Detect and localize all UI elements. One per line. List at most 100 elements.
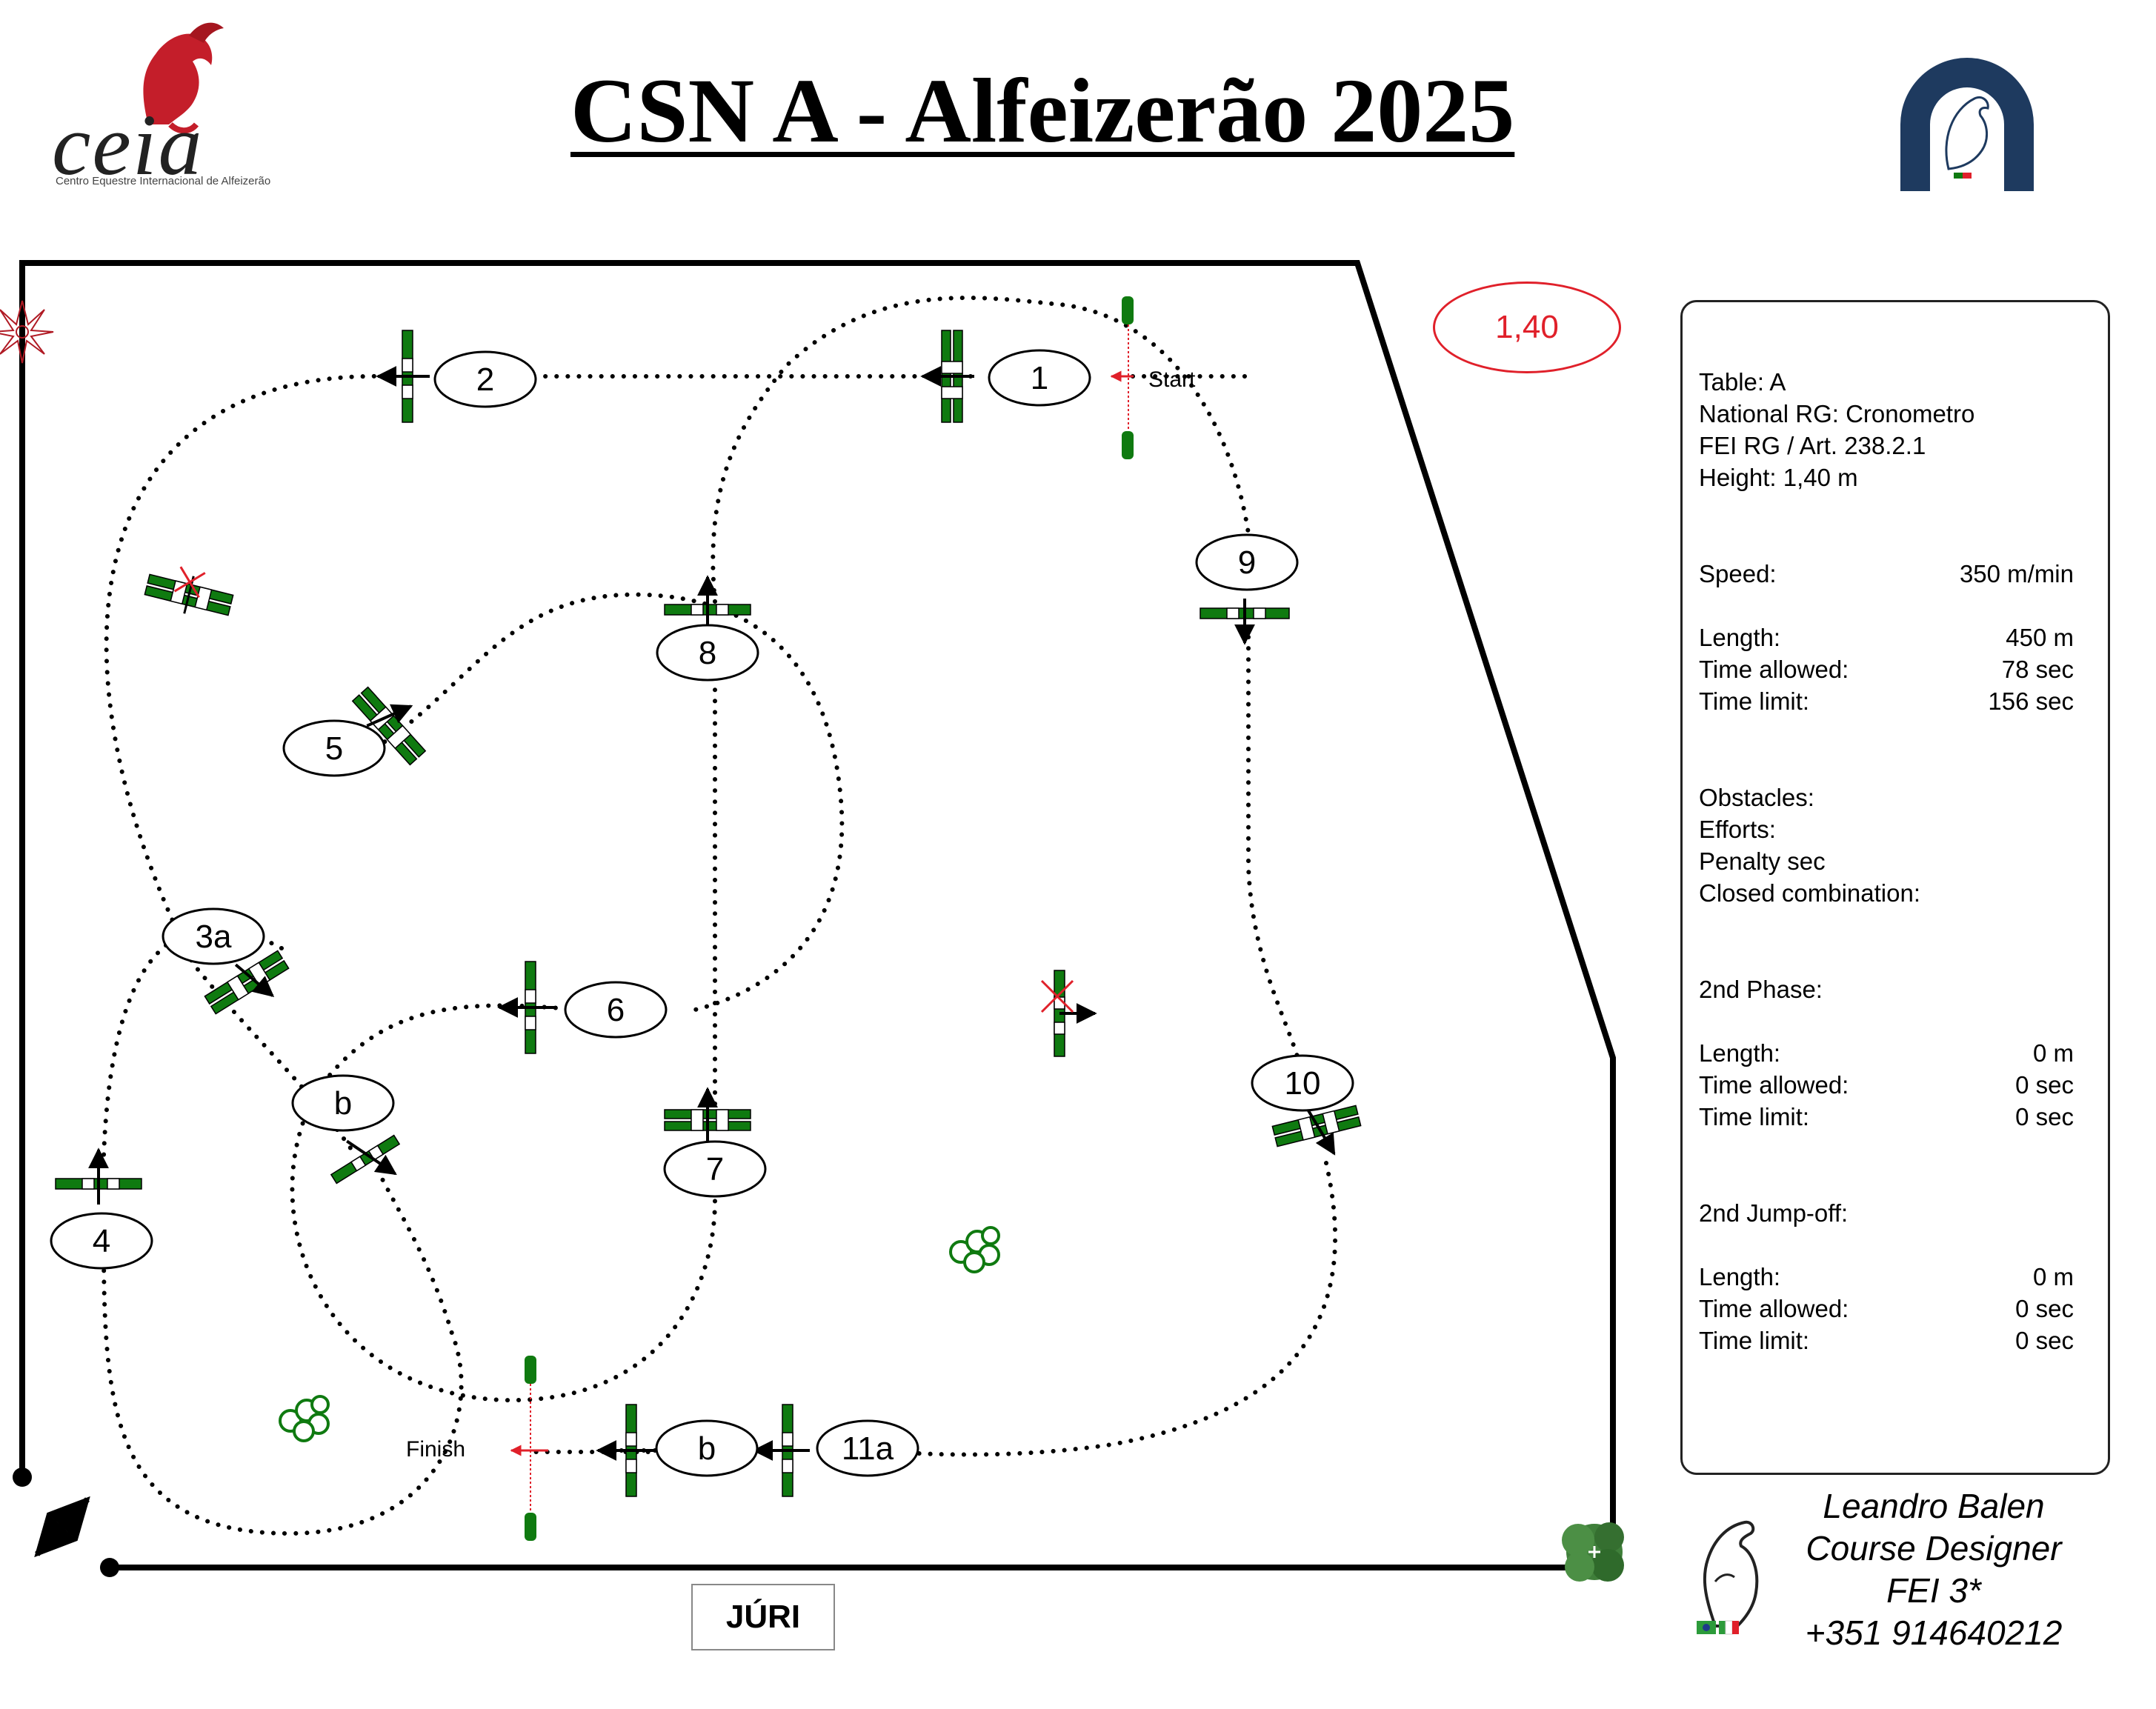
closed-combination-label: Closed combination: xyxy=(1699,879,1920,907)
fence-1 xyxy=(920,330,974,423)
phase2-time-limit-value: 0 sec xyxy=(2015,1103,2074,1130)
phase2-length-value: 0 m xyxy=(2032,1039,2074,1067)
obstacle-labels xyxy=(50,349,1354,1477)
fence-3a xyxy=(204,950,290,1015)
fence-9 xyxy=(1200,599,1290,645)
ceia-subtitle: Centro Equestre Internacional de Alfeize… xyxy=(56,175,271,187)
phase2-time-allowed-label: Time allowed: xyxy=(1699,1071,1849,1099)
length-row: Length: 450 m xyxy=(1699,623,2074,653)
number-ellipse-3a xyxy=(162,907,265,965)
obstacle-number: 6 xyxy=(607,992,625,1028)
obstacle-number: 1 xyxy=(1031,360,1048,396)
ceia-wordmark: ceia xyxy=(52,96,204,193)
number-ellipse-10 xyxy=(1251,1054,1354,1112)
finish-flag-bottom xyxy=(525,1513,536,1541)
ceia-logo: ceia Centro Equestre Internacional de Al… xyxy=(30,13,282,199)
start-label: Start xyxy=(1148,367,1196,392)
number-ellipse-11a xyxy=(816,1419,919,1477)
efforts-label: Efforts: xyxy=(1699,816,1776,843)
obstacle-number: 10 xyxy=(1285,1065,1321,1102)
start-flag-left xyxy=(1122,296,1134,324)
phase2-time-limit-label: Time limit: xyxy=(1699,1103,1810,1130)
horse-head-icon xyxy=(143,22,224,134)
phase2-time-allowed-row: Time allowed: 0 sec xyxy=(1699,1070,2074,1100)
penalty-label: Penalty sec xyxy=(1699,847,1826,875)
jumpoff-length-value: 0 m xyxy=(2032,1263,2074,1290)
fence-7 xyxy=(664,1087,751,1141)
fence-5 xyxy=(351,686,427,766)
course-route xyxy=(102,296,1338,1536)
phase2-time-limit-row: Time limit: 0 sec xyxy=(1699,1102,2074,1132)
number-ellipse-7 xyxy=(663,1140,767,1198)
phase2-length-label: Length: xyxy=(1699,1039,1781,1067)
arena-corner-dot xyxy=(100,1558,119,1577)
arena-boundary xyxy=(19,260,1616,1570)
length-value: 450 m xyxy=(2006,624,2074,651)
number-ellipse-1 xyxy=(988,349,1091,407)
flower-decoration-icon xyxy=(0,300,54,364)
course-designer-signature: Leandro Balen Course Designer FEI 3* +35… xyxy=(1778,1485,2089,1654)
designer-role: Course Designer xyxy=(1806,1529,2062,1568)
obstacle-number: 4 xyxy=(93,1223,110,1259)
tree-decoration-icon xyxy=(1562,1522,1624,1582)
obstacle-number: b xyxy=(334,1085,352,1122)
jumpoff-time-limit-label: Time limit: xyxy=(1699,1327,1810,1354)
time-limit-value: 156 sec xyxy=(1988,687,2074,715)
designer-phone: +351 914640212 xyxy=(1805,1613,2063,1652)
jumpoff-time-allowed-row: Time allowed: 0 sec xyxy=(1699,1294,2074,1324)
fence-3b xyxy=(330,1134,401,1185)
course-info-panel: Table: A National RG: Cronometro FEI RG … xyxy=(1680,300,2110,1475)
number-ellipse-11b xyxy=(655,1419,759,1477)
jumpoff-time-limit-value: 0 sec xyxy=(2015,1327,2074,1354)
designer-level: FEI 3* xyxy=(1886,1571,1981,1610)
bush-decoration-icon xyxy=(279,1395,330,1442)
fence-11b xyxy=(596,1404,653,1497)
finish-label: Finish xyxy=(406,1437,465,1462)
fence-4 xyxy=(55,1147,142,1205)
fence-6 xyxy=(497,961,557,1054)
national-rule: National RG: Cronometro xyxy=(1699,400,1975,427)
fei-rule: FEI RG / Art. 238.2.1 xyxy=(1699,432,1926,459)
fence-11a xyxy=(752,1404,810,1497)
fence-10 xyxy=(1271,1105,1362,1156)
page-title: CSN A - Alfeizerão 2025 xyxy=(570,60,1515,161)
start-flag-right xyxy=(1122,431,1134,459)
jumpoff-time-limit-row: Time limit: 0 sec xyxy=(1699,1326,2074,1356)
obstacle-number: 9 xyxy=(1238,544,1256,581)
obstacle-numbers: 1 2 3a b 4 5 6 7 8 9 10 11a b xyxy=(93,360,1321,1467)
speed-row: Speed: 350 m/min xyxy=(1699,559,2074,589)
time-allowed-label: Time allowed: xyxy=(1699,656,1849,683)
designer-name: Leandro Balen xyxy=(1823,1487,2045,1525)
jumpoff-time-allowed-value: 0 sec xyxy=(2015,1295,2074,1322)
number-ellipse-5 xyxy=(282,719,386,777)
horse-head-icon xyxy=(1945,96,1989,170)
jumpoff-time-allowed-label: Time allowed: xyxy=(1699,1295,1849,1322)
federation-logo: FEDERAÇÃO EQUESTRE PORTUGUESA xyxy=(1864,7,2063,213)
time-allowed-row: Time allowed: 78 sec xyxy=(1699,655,2074,684)
obstacle-number: 7 xyxy=(706,1151,724,1187)
obstacle-number: 11a xyxy=(842,1430,894,1467)
obstacle-number: 2 xyxy=(476,362,494,398)
time-limit-row: Time limit: 156 sec xyxy=(1699,687,2074,716)
table-type: Table: A xyxy=(1699,368,1786,396)
number-ellipse-3b xyxy=(291,1074,395,1132)
jumpoff-length-label: Length: xyxy=(1699,1263,1781,1290)
height-info: Height: 1,40 m xyxy=(1699,464,1858,491)
orientation-arrow-icon xyxy=(34,1496,90,1558)
obstacle-number: 5 xyxy=(325,730,343,767)
number-ellipse-6 xyxy=(564,981,668,1039)
obstacles-label: Obstacles: xyxy=(1699,784,1814,811)
spare-fence-crossed xyxy=(1040,970,1097,1057)
spare-fence-crossed xyxy=(144,566,234,616)
obstacle-number: 8 xyxy=(699,635,716,671)
jumpoff-length-row: Length: 0 m xyxy=(1699,1262,2074,1292)
speed-value: 350 m/min xyxy=(1959,560,2074,587)
phase2-length-row: Length: 0 m xyxy=(1699,1039,2074,1068)
bush-decoration-icon xyxy=(949,1226,1000,1273)
number-ellipse-2 xyxy=(433,350,537,408)
fence-2 xyxy=(376,330,430,423)
phase2-time-allowed-value: 0 sec xyxy=(2015,1071,2074,1099)
time-allowed-value: 78 sec xyxy=(2001,656,2074,683)
fence-8 xyxy=(664,575,751,630)
number-ellipse-8 xyxy=(656,624,759,682)
